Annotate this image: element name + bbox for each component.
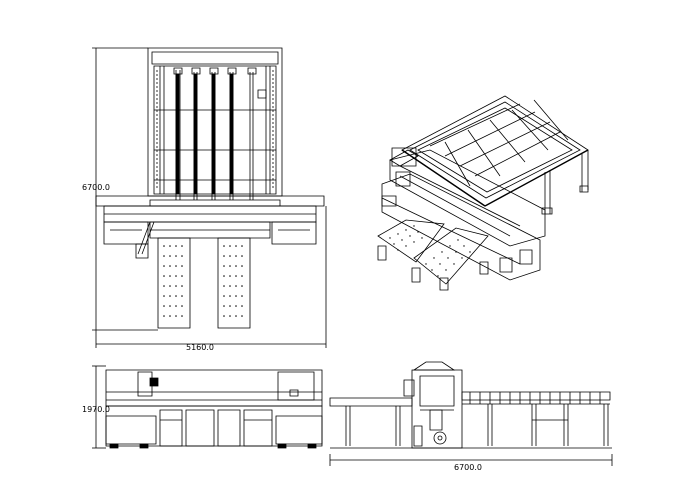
roller-ticks [470, 392, 600, 404]
isometric-view [378, 96, 588, 290]
side-length-label: 6700.0 [454, 463, 482, 472]
feed-table-holes [163, 245, 243, 317]
plan-width-label: 5160.0 [186, 343, 214, 352]
plan-view [96, 48, 324, 328]
plan-height-label: 6700.0 [82, 183, 110, 192]
plan-dimensions: 6700.0 5160.0 [82, 48, 326, 352]
side-view: 6700.0 [330, 362, 612, 472]
front-height-label: 1970.0 [82, 405, 110, 414]
iso-table-dots [389, 225, 471, 277]
front-view: 1970.0 [82, 366, 322, 448]
